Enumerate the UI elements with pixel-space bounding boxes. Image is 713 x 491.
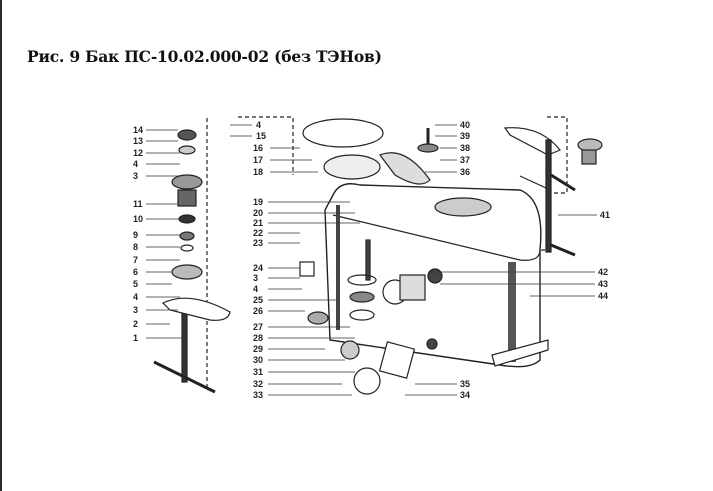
figure-caption: Рис. 9 Бак ПС-10.02.000-02 (без ТЭНов) bbox=[27, 47, 382, 66]
part bbox=[178, 214, 196, 224]
part-number-label: 18 bbox=[253, 167, 263, 177]
heater-gasket bbox=[378, 341, 416, 379]
bracket bbox=[299, 261, 315, 277]
left-rod-foot bbox=[153, 360, 216, 394]
part-number-label: 39 bbox=[460, 131, 470, 141]
part bbox=[177, 129, 197, 141]
part bbox=[519, 175, 547, 189]
right-flange bbox=[503, 127, 561, 156]
part-number-label: 7 bbox=[133, 255, 138, 265]
part-number-label: 3 bbox=[133, 171, 138, 181]
part-number-label: 40 bbox=[460, 120, 470, 130]
part-number-label: 17 bbox=[253, 155, 263, 165]
part-number-label: 4 bbox=[256, 120, 261, 130]
part-number-label: 25 bbox=[253, 295, 263, 305]
part-number-label: 6 bbox=[133, 267, 138, 277]
leader-lines bbox=[146, 124, 597, 396]
part-number-label: 4 bbox=[133, 159, 138, 169]
sight-flange bbox=[399, 274, 426, 301]
heater-housing bbox=[353, 367, 381, 395]
part bbox=[349, 291, 375, 303]
part-number-label: 20 bbox=[253, 208, 263, 218]
part bbox=[349, 309, 375, 321]
dashed-line bbox=[238, 116, 294, 175]
part-number-label: 26 bbox=[253, 306, 263, 316]
gauge-body bbox=[581, 149, 597, 165]
part-number-label: 12 bbox=[133, 148, 143, 158]
part-number-label: 13 bbox=[133, 136, 143, 146]
dashed-line bbox=[547, 116, 568, 194]
lid-gasket bbox=[302, 118, 384, 148]
tank-edge bbox=[332, 214, 541, 261]
part-number-label: 5 bbox=[133, 279, 138, 289]
gauge-head bbox=[577, 138, 603, 152]
diagram-drawing bbox=[153, 116, 603, 395]
part bbox=[426, 338, 438, 350]
part-number-label: 35 bbox=[460, 379, 470, 389]
part-number-label: 9 bbox=[133, 230, 138, 240]
part-number-label: 24 bbox=[253, 263, 263, 273]
left-flange bbox=[161, 297, 231, 321]
part-number-label: 10 bbox=[133, 214, 143, 224]
part-number-label: 21 bbox=[253, 218, 263, 228]
part bbox=[180, 244, 194, 252]
part-number-label: 32 bbox=[253, 379, 263, 389]
valve-rod bbox=[365, 239, 371, 281]
part-number-label: 28 bbox=[253, 333, 263, 343]
right-rod bbox=[545, 139, 552, 253]
part-number-label: 27 bbox=[253, 322, 263, 332]
page-edge bbox=[0, 0, 2, 491]
part bbox=[178, 145, 196, 155]
part-number-label: 4 bbox=[253, 284, 258, 294]
part-number-label: 1 bbox=[133, 333, 138, 343]
part-number-label: 42 bbox=[598, 267, 608, 277]
tank-foot bbox=[491, 339, 549, 367]
part-number-label: 22 bbox=[253, 228, 263, 238]
part bbox=[347, 274, 377, 286]
part-number-label: 30 bbox=[253, 355, 263, 365]
part-number-label: 23 bbox=[253, 238, 263, 248]
drain-valve bbox=[307, 311, 329, 325]
right-rod-arm bbox=[550, 173, 576, 257]
part-number-label: 11 bbox=[133, 199, 143, 209]
part-number-label: 38 bbox=[460, 143, 470, 153]
filler-neck bbox=[323, 154, 381, 180]
part bbox=[171, 174, 203, 190]
part-number-label: 29 bbox=[253, 344, 263, 354]
part-number-label: 2 bbox=[133, 319, 138, 329]
part-number-labels: 1413124311109876543214151617181920212223… bbox=[133, 120, 610, 400]
part-number-label: 37 bbox=[460, 155, 470, 165]
part-number-label: 16 bbox=[253, 143, 263, 153]
part-number-label: 44 bbox=[598, 291, 608, 301]
part-number-label: 41 bbox=[600, 210, 610, 220]
part bbox=[417, 143, 439, 153]
neck-flange bbox=[379, 152, 431, 185]
part-number-label: 3 bbox=[133, 305, 138, 315]
cover-plate bbox=[434, 197, 492, 217]
thermostat bbox=[340, 340, 360, 360]
part bbox=[179, 231, 195, 241]
part bbox=[427, 268, 443, 284]
part-number-label: 19 bbox=[253, 197, 263, 207]
part-number-label: 14 bbox=[133, 125, 143, 135]
part-number-label: 34 bbox=[460, 390, 470, 400]
part bbox=[177, 189, 197, 207]
part-number-label: 8 bbox=[133, 242, 138, 252]
part-number-label: 33 bbox=[253, 390, 263, 400]
part-number-label: 43 bbox=[598, 279, 608, 289]
part-number-label: 3 bbox=[253, 273, 258, 283]
part bbox=[171, 264, 203, 280]
part-number-label: 36 bbox=[460, 167, 470, 177]
part-number-label: 15 bbox=[256, 131, 266, 141]
part-number-label: 31 bbox=[253, 367, 263, 377]
part-number-label: 4 bbox=[133, 292, 138, 302]
